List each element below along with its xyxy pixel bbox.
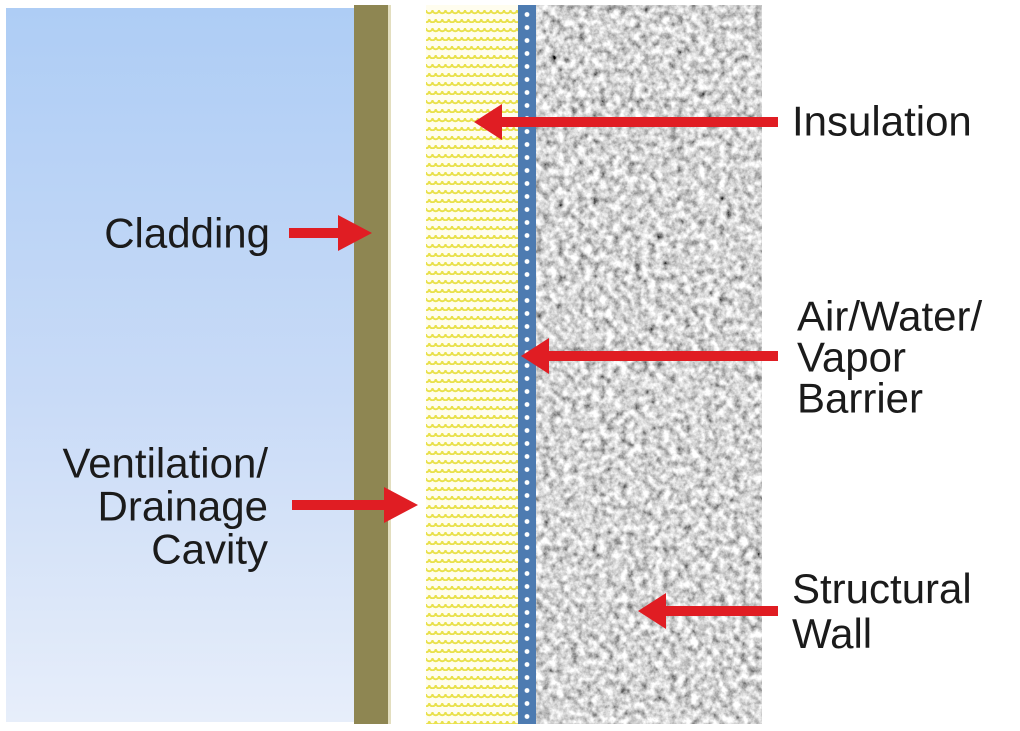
arrowhead-left-icon (521, 338, 549, 374)
ventilation-drainage-cavity-label: Ventilation/ Drainage Cavity (62, 439, 269, 573)
exterior-background-layer (6, 8, 354, 722)
ventilation-drainage-cavity-arrow (292, 487, 418, 523)
structural-wall-label: Structural Wall (792, 565, 972, 657)
cladding-label: Cladding (104, 209, 270, 257)
air-water-vapor-barrier-arrow (521, 338, 778, 374)
structural-wall-arrow (638, 593, 778, 629)
insulation-label: Insulation (792, 97, 972, 145)
arrow-shaft (292, 500, 384, 510)
ventilation-drainage-cavity-layer (391, 5, 426, 724)
cladding-arrow (289, 215, 372, 251)
arrowhead-left-icon (638, 593, 666, 629)
arrow-shaft (666, 606, 778, 616)
arrowhead-right-icon (338, 215, 372, 251)
arrowhead-left-icon (474, 104, 502, 140)
arrowhead-right-icon (384, 487, 418, 523)
arrow-shaft (502, 117, 778, 127)
arrow-shaft (289, 228, 338, 238)
cladding-layer (354, 5, 391, 724)
arrow-shaft (549, 351, 778, 361)
air-water-vapor-barrier-label: Air/Water/ Vapor Barrier (797, 292, 983, 422)
insulation-arrow (474, 104, 778, 140)
